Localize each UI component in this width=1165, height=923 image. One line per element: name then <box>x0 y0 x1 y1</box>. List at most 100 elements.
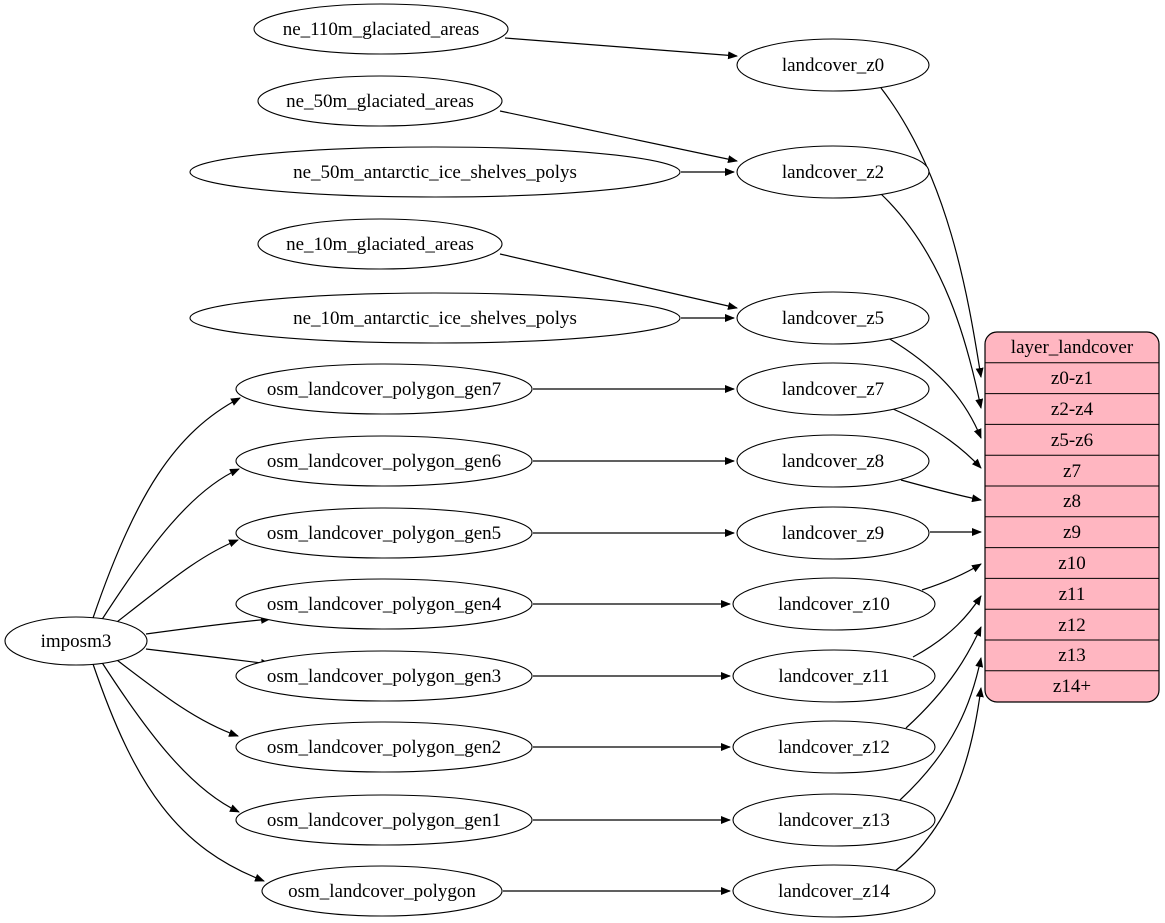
table-row-z12: z12 <box>1058 615 1085 636</box>
edge-landcover-z10-to-row-z10 <box>921 563 982 591</box>
edge-landcover-z2-to-row-z2-z4 <box>880 193 984 409</box>
edge-ne-10m-glaciated-areas-to-landcover-z5 <box>499 253 738 310</box>
node-landcover-z13-label: landcover_z13 <box>778 810 890 831</box>
table-row-z2-z4: z2-z4 <box>1051 399 1094 420</box>
node-osm-landcover-polygon-gen4-shape <box>235 578 533 630</box>
node-landcover-z0-shape <box>736 38 930 92</box>
node-osm-landcover-polygon-gen1: osm_landcover_polygon_gen1 <box>235 794 533 846</box>
node-osm-landcover-polygon-shape <box>261 865 503 917</box>
node-osm-landcover-polygon-gen7-label: osm_landcover_polygon_gen7 <box>267 379 501 400</box>
table-row-z14-plus: z14+ <box>1053 676 1091 697</box>
node-landcover-z9-shape <box>736 506 930 560</box>
node-landcover-z8: landcover_z8 <box>736 434 930 488</box>
node-landcover-z5-label: landcover_z5 <box>782 308 884 329</box>
node-ne-10m-antarctic-ice-shelves-polys: ne_10m_antarctic_ice_shelves_polys <box>189 292 681 344</box>
node-imposm3-shape <box>4 616 148 666</box>
node-ne-110m-glaciated-areas-label: ne_110m_glaciated_areas <box>283 19 480 40</box>
node-landcover-z9-label: landcover_z9 <box>782 523 884 544</box>
node-osm-landcover-polygon-gen7-shape <box>235 363 533 415</box>
edge-imposm3-to-osm-landcover-polygon-gen1 <box>100 660 240 813</box>
node-osm-landcover-polygon-gen4-label: osm_landcover_polygon_gen4 <box>267 594 502 615</box>
edge-ne-110m-glaciated-areas-to-landcover-z0 <box>504 37 738 60</box>
edge-landcover-z11-to-row-z11 <box>912 595 982 658</box>
edge-landcover-z8-to-row-z8 <box>900 479 982 503</box>
node-landcover-z9: landcover_z9 <box>736 506 930 560</box>
node-landcover-z7-label: landcover_z7 <box>782 379 884 400</box>
node-landcover-z11-shape <box>732 649 936 703</box>
node-landcover-z5-shape <box>736 291 930 345</box>
edge-landcover-z14-to-row-z14 <box>894 687 984 872</box>
node-landcover-z7: landcover_z7 <box>736 362 930 416</box>
node-ne-10m-glaciated-areas: ne_10m_glaciated_areas <box>257 218 503 270</box>
node-landcover-z11: landcover_z11 <box>732 649 936 703</box>
node-landcover-z2-label: landcover_z2 <box>782 162 884 183</box>
node-osm-landcover-polygon-gen4: osm_landcover_polygon_gen4 <box>235 578 533 630</box>
node-ne-10m-glaciated-areas-shape <box>257 218 503 270</box>
edge-imposm3-to-osm-landcover-polygon-gen6 <box>100 468 240 622</box>
edge-landcover-z13-to-row-z13 <box>899 657 984 801</box>
node-ne-50m-antarctic-ice-shelves-polys-label: ne_50m_antarctic_ice_shelves_polys <box>293 162 577 183</box>
node-landcover-z8-shape <box>736 434 930 488</box>
table-row-z0-z1: z0-z1 <box>1051 368 1093 389</box>
node-imposm3-label: imposm3 <box>41 631 112 652</box>
node-osm-landcover-polygon-gen2: osm_landcover_polygon_gen2 <box>235 721 533 773</box>
node-ne-10m-glaciated-areas-label: ne_10m_glaciated_areas <box>286 234 474 255</box>
edge-imposm3-to-osm-landcover-polygon-gen5 <box>112 539 239 626</box>
node-landcover-z13: landcover_z13 <box>732 793 936 847</box>
edge-imposm3-to-osm-landcover-polygon-gen2 <box>112 656 239 737</box>
node-osm-landcover-polygon: osm_landcover_polygon <box>261 865 503 917</box>
node-ne-50m-glaciated-areas-label: ne_50m_glaciated_areas <box>286 91 474 112</box>
node-osm-landcover-polygon-label: osm_landcover_polygon <box>288 881 476 902</box>
edge-imposm3-to-osm-landcover-polygon-gen3 <box>145 648 271 667</box>
node-landcover-z13-shape <box>732 793 936 847</box>
node-ne-10m-antarctic-ice-shelves-polys-label: ne_10m_antarctic_ice_shelves_polys <box>293 308 577 329</box>
node-osm-landcover-polygon-gen5: osm_landcover_polygon_gen5 <box>235 507 533 559</box>
node-osm-landcover-polygon-gen6: osm_landcover_polygon_gen6 <box>235 435 533 487</box>
edge-ne-50m-glaciated-areas-to-landcover-z2 <box>499 110 738 164</box>
node-imposm3: imposm3 <box>4 616 148 666</box>
node-osm-landcover-polygon-gen1-shape <box>235 794 533 846</box>
node-osm-landcover-polygon-gen3: osm_landcover_polygon_gen3 <box>235 650 533 702</box>
node-osm-landcover-polygon-gen3-label: osm_landcover_polygon_gen3 <box>267 666 501 687</box>
node-ne-50m-antarctic-ice-shelves-polys-shape <box>189 146 681 198</box>
table-row-z11: z11 <box>1059 584 1086 605</box>
node-landcover-z10-shape <box>732 577 936 631</box>
edge-landcover-z0-to-row-z0-z1 <box>880 87 984 378</box>
edge-imposm3-to-osm-landcover-polygon <box>92 663 265 882</box>
edge-landcover-z12-to-row-z12 <box>905 626 982 729</box>
table-row-z5-z6: z5-z6 <box>1051 430 1093 451</box>
node-landcover-z2-shape <box>736 145 930 199</box>
node-landcover-z7-shape <box>736 362 930 416</box>
node-ne-50m-antarctic-ice-shelves-polys: ne_50m_antarctic_ice_shelves_polys <box>189 146 681 198</box>
node-osm-landcover-polygon-gen5-shape <box>235 507 533 559</box>
node-landcover-z2: landcover_z2 <box>736 145 930 199</box>
node-osm-landcover-polygon-gen7: osm_landcover_polygon_gen7 <box>235 363 533 415</box>
table-row-z10: z10 <box>1058 553 1085 574</box>
edge-imposm3-to-osm-landcover-polygon-gen7 <box>92 397 241 619</box>
node-landcover-z10: landcover_z10 <box>732 577 936 631</box>
node-landcover-z0-label: landcover_z0 <box>782 55 884 76</box>
node-osm-landcover-polygon-gen6-shape <box>235 435 533 487</box>
node-ne-110m-glaciated-areas-shape <box>253 3 509 55</box>
edge-imposm3-to-osm-landcover-polygon-gen4 <box>145 615 271 635</box>
node-osm-landcover-polygon-gen1-label: osm_landcover_polygon_gen1 <box>267 810 501 831</box>
node-osm-landcover-polygon-gen2-label: osm_landcover_polygon_gen2 <box>267 737 501 758</box>
node-ne-10m-antarctic-ice-shelves-polys-shape <box>189 292 681 344</box>
node-landcover-z8-label: landcover_z8 <box>782 451 884 472</box>
node-landcover-z12-shape <box>732 720 936 774</box>
node-osm-landcover-polygon-gen5-label: osm_landcover_polygon_gen5 <box>267 523 501 544</box>
layer-landcover-table-title: layer_landcover <box>1011 337 1134 358</box>
layer-landcover-table: layer_landcover z0-z1 z2-z4 z5-z6 z7 z8 … <box>984 331 1160 703</box>
node-osm-landcover-polygon-gen3-shape <box>235 650 533 702</box>
edges-layer <box>92 37 984 895</box>
node-landcover-z10-label: landcover_z10 <box>778 594 890 615</box>
node-landcover-z0: landcover_z0 <box>736 38 930 92</box>
node-osm-landcover-polygon-gen2-shape <box>235 721 533 773</box>
table-row-z13: z13 <box>1058 645 1085 666</box>
node-ne-110m-glaciated-areas: ne_110m_glaciated_areas <box>253 3 509 55</box>
node-landcover-z11-label: landcover_z11 <box>778 666 889 687</box>
edge-landcover-z5-to-row-z5-z6 <box>887 337 982 439</box>
node-landcover-z14: landcover_z14 <box>732 864 936 918</box>
node-landcover-z5: landcover_z5 <box>736 291 930 345</box>
